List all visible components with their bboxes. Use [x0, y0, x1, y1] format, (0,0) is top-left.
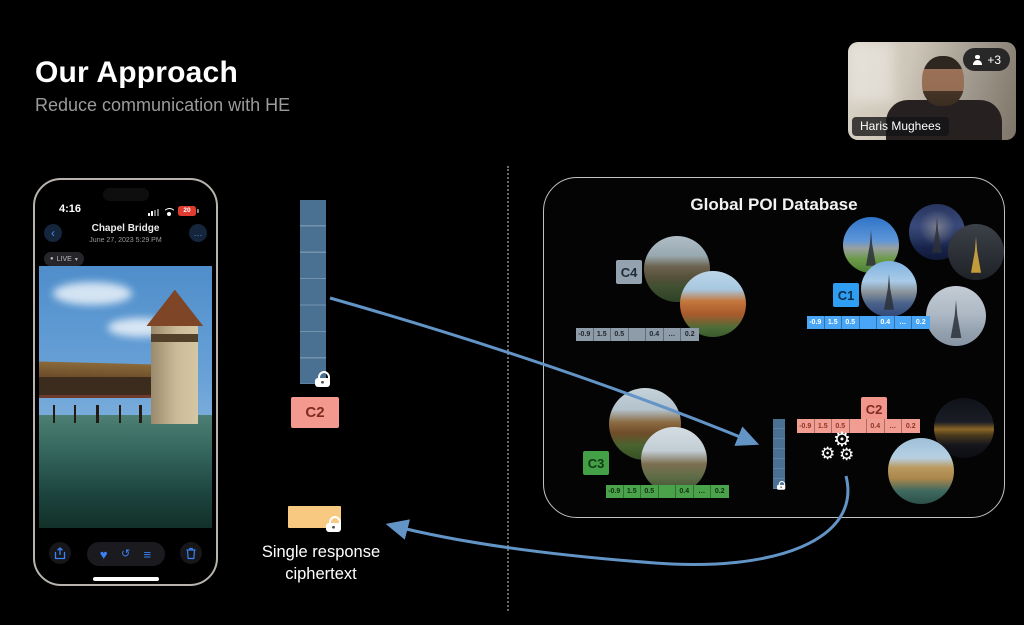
global-poi-database-panel: Global POI Database C4 -0.9 1.5 0.5 0.4 … [543, 177, 1005, 518]
panel-title: Global POI Database [690, 195, 858, 214]
lock-icon [326, 516, 342, 532]
vector-cell: -0.9 [576, 328, 594, 341]
cluster-vector-c2: -0.9 1.5 0.5 0.4 … 0.2 [797, 419, 920, 433]
bridge-post [96, 404, 99, 424]
photo-actions-pill: ♥ ↺ ≡ [86, 542, 165, 566]
vector-cell [859, 316, 877, 329]
vector-cell: … [894, 316, 912, 329]
vector-cell: 0.4 [877, 316, 895, 329]
speaker-name-label: Haris Mughees [852, 117, 949, 136]
lock-icon [315, 371, 331, 387]
wifi-icon [163, 207, 174, 216]
vector-cell: … [884, 419, 902, 433]
adjust-date-button[interactable]: ↺ [120, 547, 131, 560]
cluster-label-c2: C2 [861, 397, 887, 421]
person-icon [972, 54, 983, 65]
photo-date: June 27, 2023 5:29 PM [89, 237, 162, 244]
vector-cell [658, 485, 676, 498]
bridge-post [139, 404, 142, 424]
trash-icon [186, 547, 196, 559]
vector-cell: 1.5 [814, 419, 832, 433]
bridge-post [52, 404, 56, 424]
vector-cell: 0.2 [902, 419, 920, 433]
poi-eiffel-tower-night [948, 224, 1004, 280]
live-label: LIVE [56, 255, 72, 263]
status-time: 4:16 [59, 203, 82, 215]
cluster-label-c4: C4 [616, 260, 642, 284]
photo-water [39, 415, 212, 528]
vector-cell: 0.2 [711, 485, 729, 498]
more-button[interactable]: … [189, 224, 207, 242]
live-dot-icon: ● [50, 256, 54, 262]
page-title: Our Approach [35, 56, 238, 89]
vector-cell: -0.9 [606, 485, 624, 498]
poi-corvin-castle [641, 427, 707, 493]
cellular-signal-icon [148, 208, 159, 216]
photo-title: Chapel Bridge [91, 223, 160, 234]
adjustments-button[interactable]: ≡ [143, 546, 152, 562]
vector-cell: 0.5 [842, 316, 860, 329]
photo-toolbar: ♥ ↺ ≡ [35, 542, 216, 566]
cloud [52, 281, 133, 306]
vector-cell [628, 328, 646, 341]
poi-water-tower-day [888, 438, 954, 504]
webcam-background [848, 42, 894, 102]
battery-icon: 20 [178, 206, 199, 216]
response-caption: Single response ciphertext [261, 543, 381, 584]
dashed-divider [507, 166, 509, 611]
covered-bridge [39, 377, 152, 399]
participants-count: +3 [987, 52, 1001, 67]
vector-cell: 0.5 [641, 485, 659, 498]
phone-mockup: 4:16 20 ‹ … Chapel Bridge June 27, 2023 … [33, 178, 218, 586]
live-badge[interactable]: ● LIVE ▾ [44, 252, 84, 266]
vector-cell: … [663, 328, 681, 341]
encrypted-query-vector-bar-small [773, 419, 785, 489]
vector-cell: 0.2 [912, 316, 930, 329]
vector-cell: 0.5 [832, 419, 850, 433]
vector-cell: 0.4 [676, 485, 694, 498]
bridge-post [73, 404, 77, 424]
delete-button[interactable] [180, 542, 202, 564]
vector-cell: 0.5 [611, 328, 629, 341]
back-button[interactable]: ‹ [44, 224, 62, 242]
webcam-thumbnail[interactable]: +3 Haris Mughees [848, 42, 1016, 140]
vector-cell [849, 419, 867, 433]
vector-cell: 0.2 [681, 328, 699, 341]
share-button[interactable] [49, 542, 71, 564]
poi-eiffel-tower-overcast [926, 286, 986, 346]
vector-cell: 1.5 [623, 485, 641, 498]
homomorphic-compute-gears-icon: ⚙ ⚙ ⚙ [820, 429, 855, 464]
bridge-post [118, 404, 122, 424]
share-icon [54, 546, 66, 559]
dynamic-island [102, 188, 149, 201]
page-subtitle: Reduce communication with HE [35, 95, 291, 115]
chapel-bridge-photo [39, 266, 212, 528]
water-tower-band [151, 334, 199, 342]
vector-cell: 0.4 [646, 328, 664, 341]
vector-cell: 0.4 [867, 419, 885, 433]
cluster-vector-c4: -0.9 1.5 0.5 0.4 … 0.2 [576, 328, 699, 341]
speaker-head [922, 56, 964, 106]
vector-cell: 1.5 [593, 328, 611, 341]
cluster-label-c1: C1 [833, 283, 859, 307]
query-cluster-label: C2 [291, 397, 339, 428]
lock-icon [777, 481, 786, 490]
poi-eiffel-tower-park [861, 261, 917, 317]
participants-badge[interactable]: +3 [963, 48, 1010, 71]
chevron-down-icon: ▾ [74, 256, 78, 263]
home-indicator[interactable] [92, 577, 159, 581]
vector-cell: 1.5 [824, 316, 842, 329]
vector-cell: -0.9 [797, 419, 815, 433]
vector-cell: -0.9 [807, 316, 825, 329]
status-icons: 20 [148, 206, 199, 216]
encrypted-query-vector-bar [300, 200, 326, 384]
cluster-vector-c1: -0.9 1.5 0.5 0.4 … 0.2 [807, 316, 930, 329]
favorite-button[interactable]: ♥ [99, 546, 108, 562]
cluster-label-c3: C3 [583, 451, 609, 475]
cluster-vector-c3: -0.9 1.5 0.5 0.4 … 0.2 [606, 485, 729, 498]
vector-cell: … [693, 485, 711, 498]
